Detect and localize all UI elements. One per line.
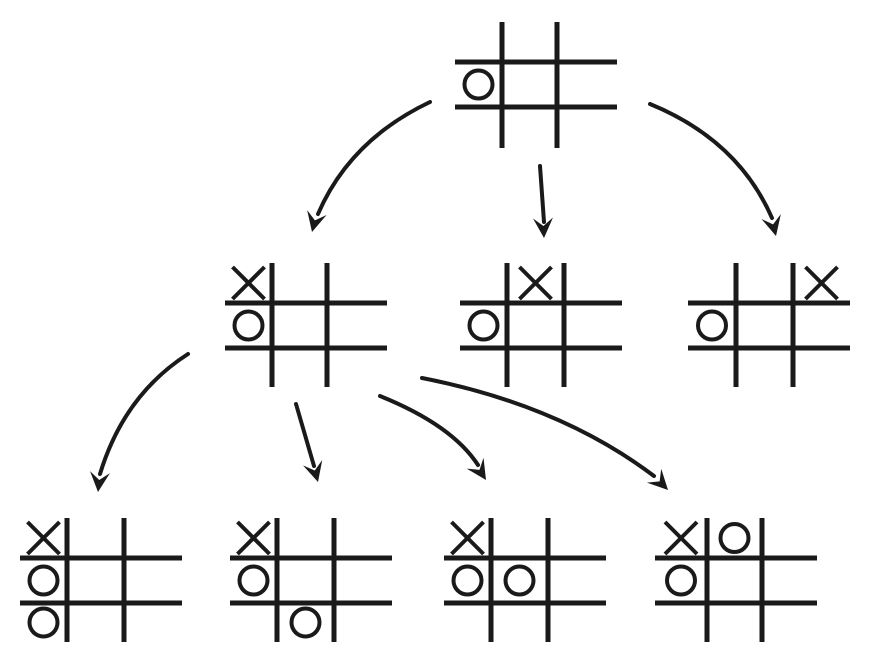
x-mark [518, 265, 553, 301]
o-mark [451, 564, 484, 597]
board-l2-a [20, 518, 182, 642]
edge-l1-a-to-l2-b [294, 402, 323, 482]
x-mark [231, 265, 266, 301]
o-mark [232, 309, 265, 342]
board-l2-d [655, 518, 817, 642]
o-mark [467, 309, 500, 342]
arrowhead-icon [533, 217, 553, 238]
edge-l1-a-to-l2-c [378, 394, 486, 480]
o-mark [696, 309, 728, 342]
arrowhead-icon [307, 210, 327, 232]
boards-layer [20, 22, 850, 642]
edge-line [648, 102, 774, 220]
edge-line [538, 164, 546, 224]
edge-l1-a-to-l2-d [420, 376, 668, 490]
x-mark [804, 265, 839, 301]
board-l1-c [688, 263, 850, 387]
o-mark [665, 564, 697, 597]
board-l1-a [225, 263, 387, 387]
arrowhead-icon [90, 471, 110, 492]
edge-l1-a-to-l2-a [90, 352, 190, 492]
edge-root-to-l1-b [533, 164, 553, 238]
o-mark [289, 606, 322, 639]
x-mark [663, 520, 699, 556]
edge-line [98, 352, 190, 476]
edge-line [294, 402, 316, 468]
x-mark [236, 520, 271, 556]
o-mark [503, 564, 536, 597]
o-mark [718, 522, 751, 554]
edge-line [420, 376, 656, 478]
board-root [455, 22, 617, 148]
arrowhead-icon [646, 468, 668, 490]
arrowhead-icon [466, 457, 486, 480]
board-l1-b [460, 263, 622, 387]
board-l2-b [230, 518, 392, 642]
board-l2-c [444, 518, 606, 642]
edge-line [378, 394, 480, 467]
arrowhead-icon [761, 214, 781, 236]
x-mark [26, 520, 61, 556]
o-mark [462, 68, 495, 101]
o-mark [27, 564, 60, 597]
x-mark [450, 520, 485, 556]
edge-root-to-l1-a [307, 100, 432, 232]
o-mark [27, 606, 60, 639]
edges-layer [90, 100, 781, 492]
o-mark [237, 564, 270, 597]
arrowhead-icon [302, 460, 323, 482]
edge-line [316, 100, 432, 216]
edge-root-to-l1-c [648, 102, 781, 236]
